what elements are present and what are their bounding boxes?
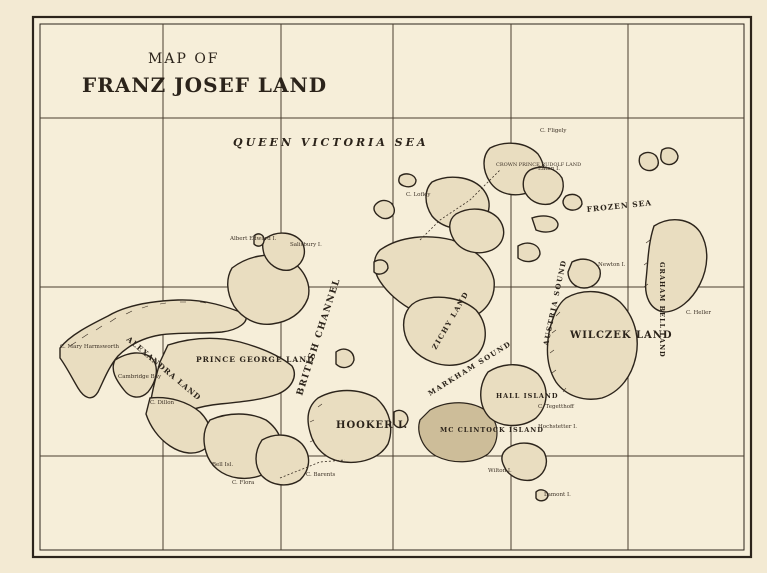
wilton-island (501, 442, 548, 482)
scattered-isle-4 (373, 259, 389, 275)
graham-bell-land-label: GRAHAM BELL LAND (658, 262, 666, 358)
lamont-island-label: Lamont I. (544, 492, 571, 498)
wilczek-land-label: WILCZEK LAND (569, 330, 673, 341)
map-title-line2: FRANZ JOSEF LAND (82, 73, 327, 97)
cape-barents-label: C. Barents (306, 472, 335, 478)
expedition-track (279, 459, 346, 479)
scattered-isle-5 (531, 215, 559, 233)
alexandra-land (59, 299, 247, 399)
hochstetter-island-label: Hochstetter I. (538, 424, 577, 430)
scattered-isle-6 (517, 242, 541, 263)
scattered-isle-8 (393, 409, 409, 429)
hooker-island (307, 389, 392, 464)
landmasses (59, 142, 708, 502)
central-east-island (402, 296, 486, 366)
hall-island (480, 364, 547, 427)
cape-heller-label: C. Heller (686, 310, 711, 316)
cape-fligely-label: C. Fligely (540, 128, 567, 134)
hooker-island-label: HOOKER I. (336, 420, 408, 431)
hall-island-label: HALL ISLAND (496, 392, 559, 400)
scattered-isle-7 (335, 348, 355, 369)
newton-island-label: Newton I. (598, 262, 626, 268)
northeast-isle-2 (660, 147, 679, 166)
wilczek-land-north (567, 258, 601, 289)
wilczek-land (546, 291, 638, 400)
cape-mary-harmsworth-label: C. Mary Harmsworth (60, 344, 120, 350)
scattered-isle-2 (373, 199, 396, 220)
crown-prince-rudolf-east (522, 166, 564, 206)
cambridge-bay-shore (112, 352, 158, 398)
cape-dillon-label: C. Dillon (150, 400, 175, 406)
cape-flora-label: C. Flora (232, 480, 255, 486)
coast-hatching (69, 239, 651, 443)
eaton-island-label: Eaton I. (538, 166, 560, 172)
northeast-isle-3 (562, 193, 583, 211)
queen-victoria-sea-label: QUEEN VICTORIA SEA (233, 136, 429, 149)
northeast-isle-1 (638, 151, 660, 172)
salisbury-island (261, 232, 306, 271)
albert-edward-island-label: Albert Edward I. (229, 236, 277, 242)
crown-prince-rudolf-land-label: CROWN PRINCE RUDOLF LAND (496, 162, 581, 168)
cape-lofley-label: C. Lofley (406, 192, 431, 198)
jackson-island (449, 208, 505, 254)
cape-tegetthoff-label: C. Tegetthoff (538, 404, 575, 410)
northbrook-island (255, 434, 310, 486)
scattered-isle-3 (253, 233, 265, 247)
expedition-track-north (419, 169, 501, 241)
graham-bell-land (644, 219, 708, 313)
prince-george-land-label: PRINCE GEORGE LAND (196, 355, 315, 364)
wilton-island-label: Wilton I. (488, 468, 512, 474)
bell-island-label: Bell Isl. (212, 462, 233, 468)
map-title-line1: MAP OF (148, 51, 220, 67)
scattered-isle-1 (398, 173, 417, 188)
mc-clintock-island (418, 402, 498, 463)
scattered-isle-9 (535, 489, 549, 502)
cambridge-bay-label: Cambridge Bay (118, 374, 162, 380)
salisbury-island-label: Salisbury I. (290, 242, 322, 248)
mc-clintock-island-label: MC CLINTOCK ISLAND (440, 426, 544, 434)
